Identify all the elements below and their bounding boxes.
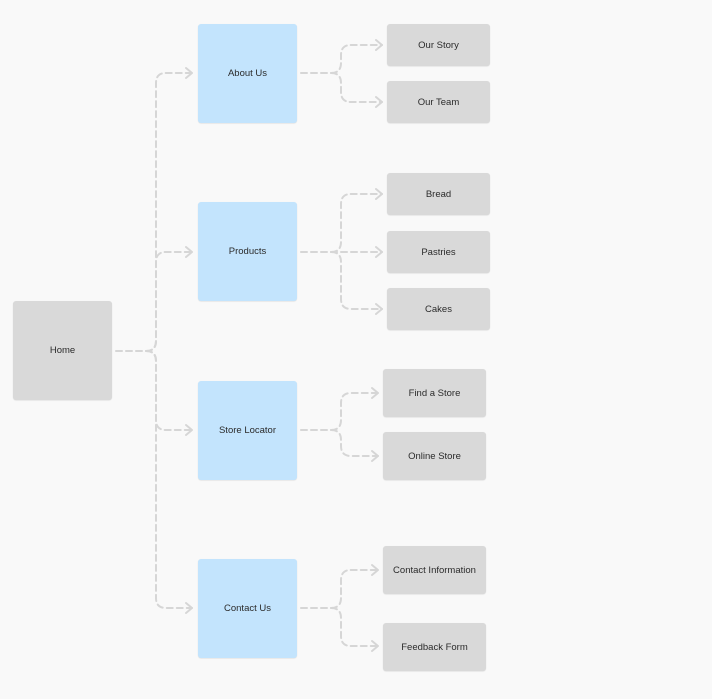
arrow-products-cakes	[375, 303, 383, 315]
node-feedback-form[interactable]: Feedback Form	[383, 623, 486, 671]
node-contact-information-label: Contact Information	[393, 564, 476, 576]
node-contact-information[interactable]: Contact Information	[383, 546, 486, 594]
node-products[interactable]: Products	[198, 202, 297, 301]
node-bread[interactable]: Bread	[387, 173, 490, 215]
node-products-label: Products	[228, 246, 267, 257]
connector-home-contact	[145, 350, 193, 609]
node-contact-us-label: Contact Us	[224, 603, 271, 614]
connector-products-cakes	[330, 251, 383, 310]
node-cakes-label: Cakes	[425, 303, 452, 315]
node-our-story[interactable]: Our Story	[387, 24, 490, 66]
connector-home-store-locator	[145, 350, 193, 431]
connector-contact-info	[300, 569, 379, 609]
arrow-home-products	[185, 246, 193, 258]
connector-products-bread	[300, 193, 383, 253]
arrow-contact-feedback	[371, 640, 379, 652]
arrow-products-pastries	[375, 246, 383, 258]
arrow-contact-info	[371, 564, 379, 576]
node-pastries[interactable]: Pastries	[387, 231, 490, 273]
connector-about-our-story	[300, 44, 383, 74]
node-about-us-label: About Us	[227, 68, 268, 79]
arrow-home-about	[185, 67, 193, 79]
node-pastries-label: Pastries	[421, 246, 456, 258]
node-home-label: Home	[49, 345, 76, 356]
node-about-us[interactable]: About Us	[198, 24, 297, 123]
connector-store-find	[300, 392, 379, 431]
arrow-store-online	[371, 450, 379, 462]
connector-home-products	[145, 251, 193, 352]
node-cakes[interactable]: Cakes	[387, 288, 490, 330]
arrow-products-bread	[375, 188, 383, 200]
node-contact-us[interactable]: Contact Us	[198, 559, 297, 658]
node-our-story-label: Our Story	[418, 39, 459, 51]
arrow-home-store-locator	[185, 424, 193, 436]
arrow-about-our-story	[375, 39, 383, 51]
node-our-team-label: Our Team	[417, 96, 460, 108]
connector-about-our-team	[330, 72, 383, 103]
node-store-locator-label: Store Locator	[218, 425, 277, 436]
arrow-home-contact	[185, 602, 193, 614]
node-online-store-label: Online Store	[408, 450, 461, 462]
connector-home-about	[115, 72, 193, 352]
node-online-store[interactable]: Online Store	[383, 432, 486, 480]
connector-contact-feedback	[330, 607, 379, 647]
node-find-a-store-label: Find a Store	[408, 387, 461, 399]
arrow-about-our-team	[375, 96, 383, 108]
connector-store-online	[330, 429, 379, 457]
node-store-locator[interactable]: Store Locator	[198, 381, 297, 480]
node-home[interactable]: Home	[13, 301, 112, 400]
node-feedback-form-label: Feedback Form	[401, 641, 468, 653]
node-our-team[interactable]: Our Team	[387, 81, 490, 123]
arrow-store-find	[371, 387, 379, 399]
node-find-a-store[interactable]: Find a Store	[383, 369, 486, 417]
node-bread-label: Bread	[425, 188, 452, 200]
